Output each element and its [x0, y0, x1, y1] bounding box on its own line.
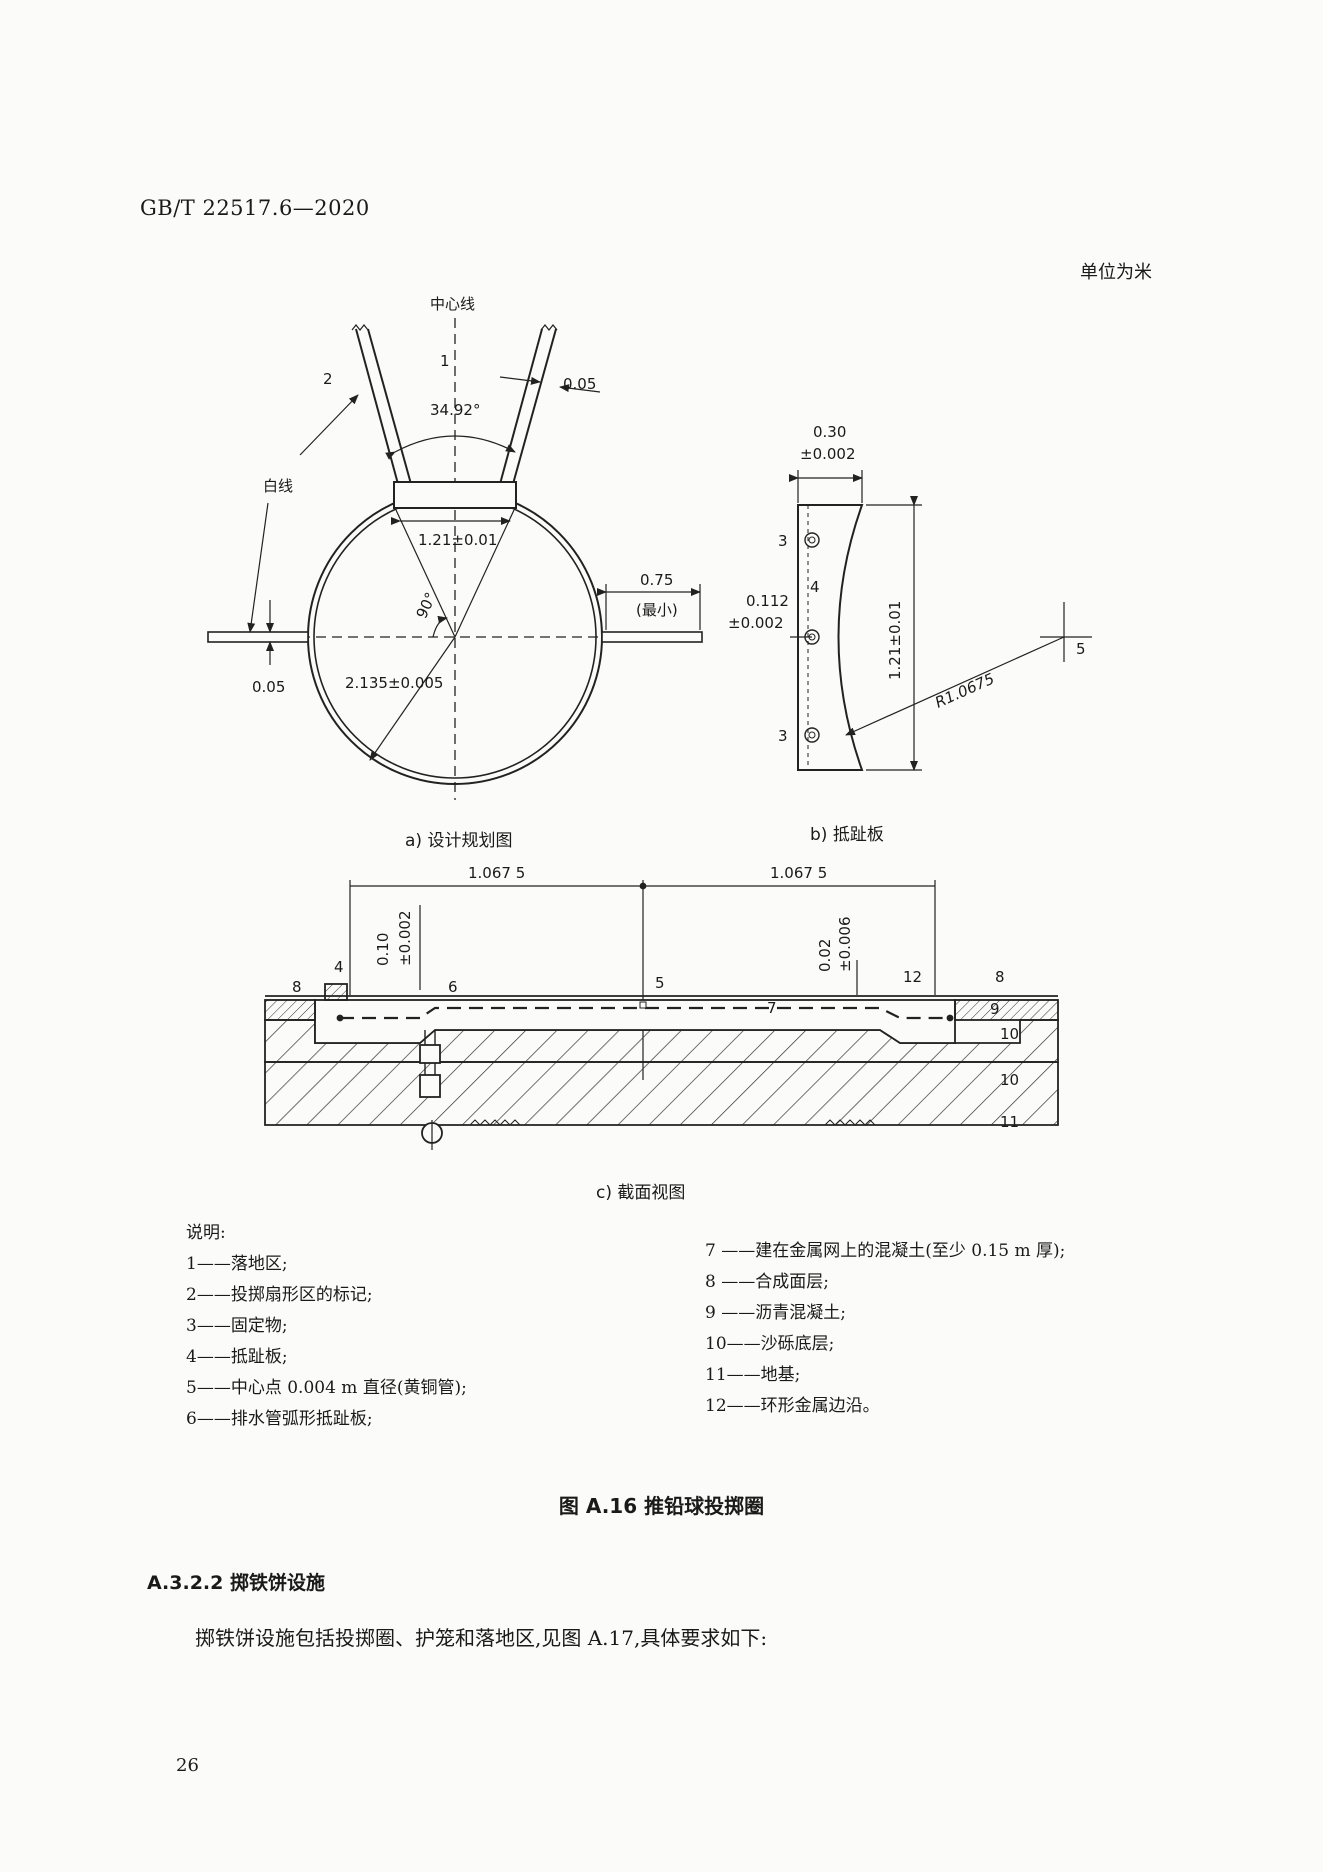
figure-c-section-view — [264, 880, 1059, 1150]
standard-code: GB/T 22517.6—2020 — [140, 196, 370, 220]
layer-asphalt-left — [264, 999, 316, 1021]
label-width-tol: ±0.002 — [800, 445, 856, 463]
legend-item: 3——固定物; — [186, 1316, 288, 1336]
white-line-left — [207, 631, 309, 643]
label-c-10-upper: 10 — [1000, 1025, 1019, 1043]
label-center-line: 中心线 — [430, 295, 475, 313]
white-line-right — [601, 631, 703, 643]
caption-a: a) 设计规划图 — [405, 831, 512, 851]
label-white-line: 白线 — [263, 477, 293, 495]
legend-item: 2——投掷扇形区的标记; — [186, 1285, 373, 1305]
page-number: 26 — [176, 1755, 199, 1776]
caption-b: b) 抵趾板 — [810, 825, 884, 845]
label-offset-tol: ±0.002 — [728, 614, 784, 632]
figure-title: 图 A.16 推铅球投掷圈 — [558, 1494, 765, 1518]
figure-a-labels: 中心线 1 2 白线 34.92° 90° 0.05 1.21±0.01 2.1… — [252, 295, 678, 696]
toe-board-top — [393, 481, 517, 509]
layer-asphalt-right — [954, 999, 1059, 1021]
label-c-6: 6 — [448, 978, 458, 996]
label-c-10-lower: 10 — [1000, 1071, 1019, 1089]
legend-item: 10——沙砾底层; — [705, 1334, 835, 1354]
label-radius: R1.0675 — [932, 670, 997, 712]
label-min: (最小) — [636, 601, 678, 619]
label-c-9: 9 — [990, 1000, 1000, 1018]
label-diameter: 2.135±0.005 — [345, 674, 443, 692]
label-width-top: 0.05 — [563, 375, 596, 393]
label-075: 0.75 — [640, 571, 673, 589]
label-h002-tol: ±0.006 — [836, 916, 854, 972]
label-c-4: 4 — [334, 958, 344, 976]
legend-item: 11——地基; — [705, 1365, 801, 1385]
label-3-bottom: 3 — [778, 727, 788, 745]
legend-item: 6——排水管弧形抵趾板; — [186, 1409, 373, 1429]
unit-note: 单位为米 — [1080, 262, 1152, 283]
label-5: 5 — [1076, 640, 1086, 658]
label-offset-0112: 0.112 — [746, 592, 789, 610]
figure-b-toe-board — [789, 470, 1092, 771]
label-length: 1.21±0.01 — [886, 601, 904, 680]
label-half-left: 1.067 5 — [468, 864, 525, 882]
legend-right: 7 ——建在金属网上的混凝土(至少 0.15 m 厚); 8 ——合成面层; 9… — [705, 1236, 1065, 1422]
legend-item: 9 ——沥青混凝土; — [705, 1303, 846, 1323]
legend-item: 12——环形金属边沿。 — [705, 1396, 880, 1416]
label-4: 4 — [810, 578, 820, 596]
label-width-030: 0.30 — [813, 423, 846, 441]
layer-gravel-lower — [264, 1061, 1059, 1126]
label-c-11: 11 — [1000, 1113, 1019, 1131]
legend-item: 4——抵趾板; — [186, 1347, 288, 1367]
toe-board-profile — [797, 504, 864, 771]
label-h002: 0.02 — [816, 939, 834, 972]
label-h010: 0.10 — [374, 933, 392, 966]
label-1: 1 — [440, 352, 450, 370]
figure-b-labels: 0.30 ±0.002 0.112 ±0.002 1.21±0.01 R1.06… — [728, 423, 1086, 745]
caption-c: c) 截面视图 — [596, 1183, 685, 1203]
legend-item: 8 ——合成面层; — [705, 1272, 829, 1292]
label-c-8-left: 8 — [292, 978, 302, 996]
label-3-top: 3 — [778, 532, 788, 550]
label-c-5: 5 — [655, 974, 665, 992]
label-half-right: 1.067 5 — [770, 864, 827, 882]
label-angle-90: 90° — [413, 590, 441, 622]
legend-item: 5——中心点 0.004 m 直径(黄铜管); — [186, 1378, 467, 1398]
label-c-12: 12 — [903, 968, 922, 986]
label-h010-tol: ±0.002 — [396, 910, 414, 966]
label-c-8-right: 8 — [995, 968, 1005, 986]
section-paragraph: 掷铁饼设施包括投掷圈、护笼和落地区,见图 A.17,具体要求如下: — [195, 1626, 768, 1650]
figure-a-layout-plan — [207, 318, 703, 800]
label-sector-angle: 34.92° — [430, 401, 480, 419]
section-heading: A.3.2.2 掷铁饼设施 — [147, 1572, 325, 1594]
label-2: 2 — [323, 370, 333, 388]
legend-item: 7 ——建在金属网上的混凝土(至少 0.15 m 厚); — [705, 1241, 1066, 1261]
label-toe-width: 1.21±0.01 — [418, 531, 497, 549]
legend-title: 说明: — [186, 1223, 226, 1243]
legend-item: 1——落地区; — [186, 1254, 288, 1274]
legend-left: 说明: 1——落地区; 2——投掷扇形区的标记; 3——固定物; 4——抵趾板;… — [186, 1218, 467, 1435]
label-c-7: 7 — [767, 999, 777, 1017]
figure-c-labels: 1.067 5 1.067 5 0.10 ±0.002 0.02 ±0.006 … — [292, 864, 1019, 1131]
label-width-left: 0.05 — [252, 678, 285, 696]
